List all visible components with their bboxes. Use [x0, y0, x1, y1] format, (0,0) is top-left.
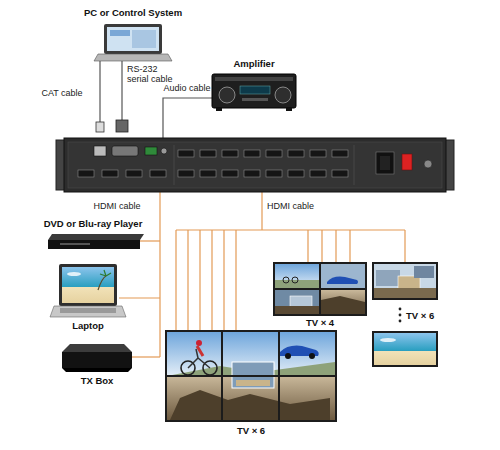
node-text: Laptop: [72, 321, 104, 332]
node-text: Amplifier: [233, 59, 274, 70]
source-device-label: DVD or Blu-ray Player: [44, 219, 143, 230]
node-text: TV × 6: [237, 426, 265, 437]
node-text: PC or Control System: [84, 8, 182, 19]
cable-label: Audio cable: [163, 83, 210, 93]
source-device-label: TX Box: [81, 376, 114, 387]
control-system-label: PC or Control System: [84, 8, 182, 19]
cable-label: HDMI cable: [93, 201, 140, 211]
node-text: DVD or Blu-ray Player: [44, 219, 143, 230]
display-group-label: TV × 6: [406, 311, 434, 322]
node-text: TV × 4: [306, 318, 334, 329]
cable-label: HDMI cable: [267, 201, 314, 211]
amplifier-label: Amplifier: [233, 59, 274, 70]
node-text: TV × 6: [406, 311, 434, 322]
display-group-label: TV × 4: [306, 318, 334, 329]
display-group-label: TV × 6: [237, 426, 265, 437]
cable-label: RS-232 serial cable: [127, 64, 179, 85]
cable-label: CAT cable: [41, 88, 82, 98]
source-device-label: Laptop: [72, 321, 104, 332]
node-text: TX Box: [81, 376, 114, 387]
